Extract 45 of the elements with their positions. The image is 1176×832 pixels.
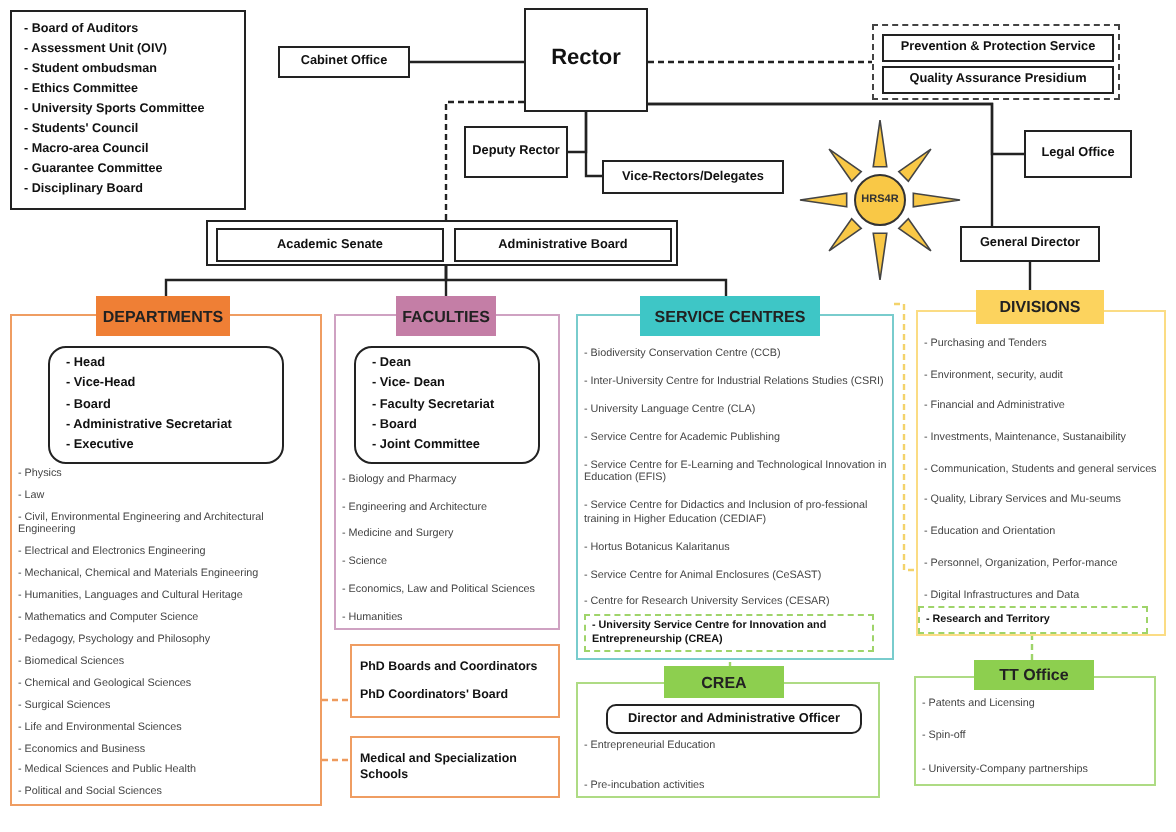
box-label: Rector (551, 46, 621, 74)
header-tab: DIVISIONS (976, 290, 1104, 324)
connector-line (410, 60, 524, 64)
connector-line (1028, 262, 1032, 290)
faculties-panel (334, 296, 560, 630)
connector-line (322, 758, 350, 762)
service-box (882, 34, 1114, 62)
service-centres-panel (576, 296, 894, 660)
crea-panel (576, 666, 880, 798)
deputy-rector-box (464, 126, 568, 178)
delegates-box (602, 160, 784, 194)
rector-box (524, 8, 648, 112)
schools-box (350, 736, 560, 798)
highlighted-item-frame (584, 614, 874, 652)
connector-line (648, 60, 872, 64)
header-tab: CREA (664, 666, 784, 698)
connector-line (444, 266, 728, 296)
tt-office-panel (914, 660, 1156, 786)
presidium-box (882, 66, 1114, 94)
senate-box (216, 228, 444, 262)
sun-circle (854, 174, 906, 226)
phd-box (350, 644, 560, 718)
connector-line (1030, 634, 1034, 660)
header-tab: TT Office (974, 660, 1094, 690)
boards-frame (206, 220, 678, 266)
header-tab: FACULTIES (396, 296, 496, 336)
connector-line (322, 698, 350, 702)
header-tab: SERVICE CENTRES (640, 296, 820, 336)
board-box (454, 228, 672, 262)
roles-box (354, 346, 540, 464)
connector-line (444, 100, 524, 220)
office-box (278, 46, 410, 78)
departments-panel (10, 296, 322, 806)
connector-line (648, 102, 994, 226)
director-box (960, 226, 1100, 262)
divisions-panel (916, 290, 1166, 636)
connector-line (894, 302, 916, 572)
highlighted-item-frame (918, 606, 1148, 634)
officer-box (606, 704, 862, 734)
connector-line (584, 112, 602, 178)
legal-office-box (1024, 130, 1132, 178)
committee-list-box (10, 10, 246, 210)
dashed-group-frame (872, 24, 1120, 100)
header-tab: DEPARTMENTS (96, 296, 230, 336)
roles-box (48, 346, 284, 464)
